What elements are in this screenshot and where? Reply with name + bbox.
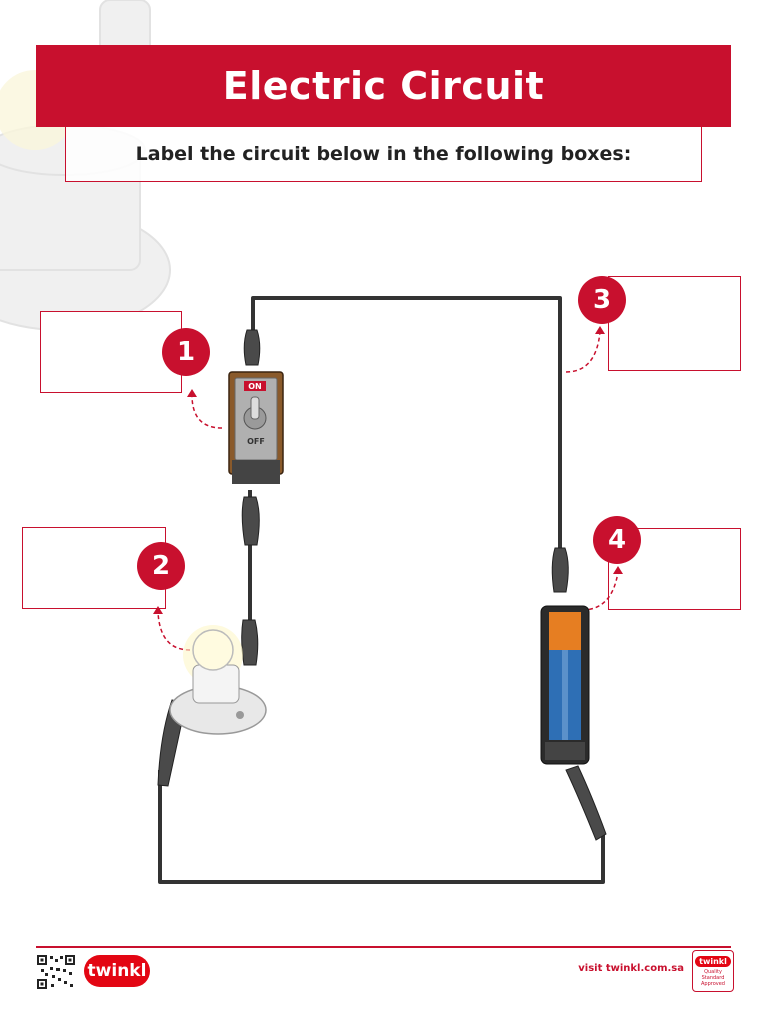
clip-battery-top [551,547,569,593]
clip-switch-bottom [241,496,260,546]
switch-off-label: OFF [247,437,265,446]
title-banner: Electric Circuit [36,45,731,127]
battery-component [540,605,590,765]
switch-component [228,371,284,484]
twinkl-logo[interactable]: twinkl [84,955,150,987]
wire-top [251,296,562,555]
footer-divider [36,946,731,948]
instruction-text: Label the circuit below in the following… [135,143,632,165]
badge-3: 3 [578,276,626,324]
quality-approved-badge: twinkl Quality Standard Approved [692,950,734,992]
approved-badge-logo: twinkl [695,955,731,967]
clip-switch-top [243,329,261,366]
answer-box-3[interactable] [608,276,741,371]
answer-box-1[interactable] [40,311,182,393]
website-link[interactable]: visit twinkl.com.sa [578,963,684,974]
badge-2: 2 [137,542,185,590]
bulb-component [169,625,267,735]
badge-1: 1 [162,328,210,376]
wire-bottom [158,770,605,884]
approved-badge-text: Quality Standard Approved [701,968,725,987]
qr-code-icon [36,954,76,990]
badge-4: 4 [593,516,641,564]
instruction-box: Label the circuit below in the following… [65,127,702,182]
clip-battery-bottom [565,765,607,841]
clip-bulb [241,619,259,666]
page-title: Electric Circuit [222,64,545,108]
switch-on-label: ON [248,382,262,391]
